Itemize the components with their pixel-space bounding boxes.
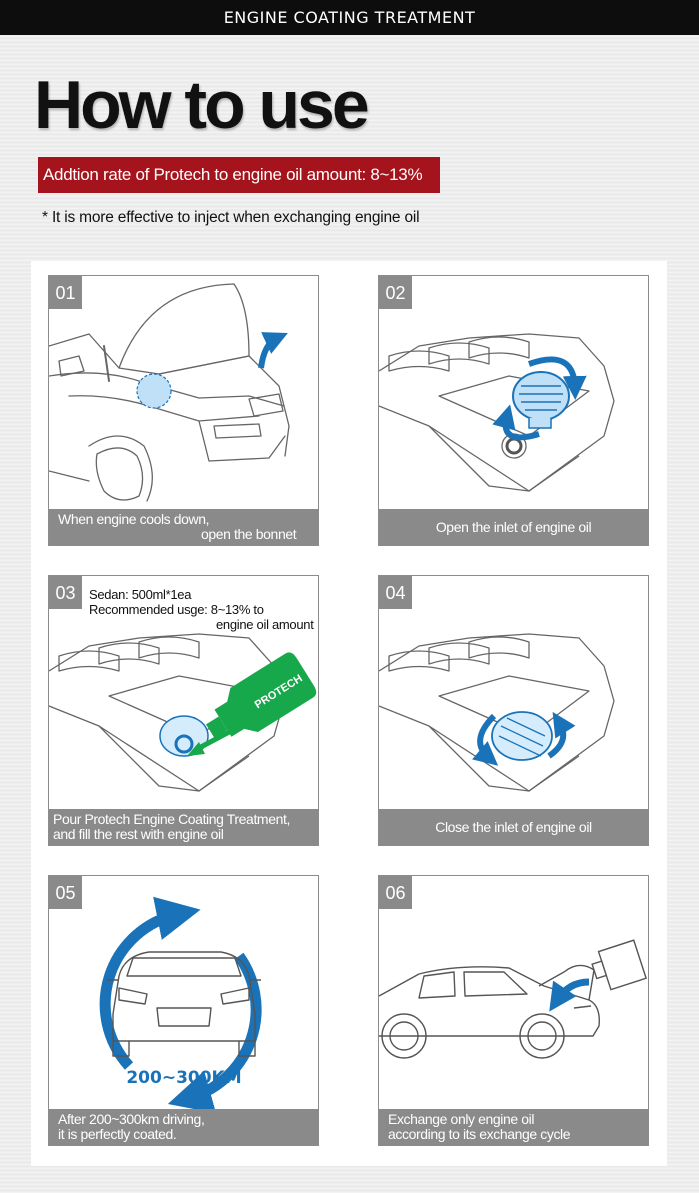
header-bar: ENGINE COATING TREATMENT bbox=[0, 0, 699, 35]
open-bonnet-illustration bbox=[49, 283, 290, 502]
step-caption: Close the inlet of engine oil bbox=[379, 809, 648, 845]
open-oil-cap-illustration bbox=[379, 333, 615, 492]
step-02: 02 Open the inlet of engine oil bbox=[378, 275, 649, 546]
exchange-oil-illustration bbox=[379, 939, 647, 1059]
step-05: 200~300KM 05 After 200~300km driving, it… bbox=[48, 875, 319, 1146]
page-title: How to use bbox=[34, 67, 370, 143]
step-number: 06 bbox=[379, 876, 412, 909]
dosage-note-line1: Sedan: 500ml*1ea bbox=[89, 587, 192, 602]
step-number: 02 bbox=[379, 276, 412, 309]
step-number: 01 bbox=[49, 276, 82, 309]
header-title: ENGINE COATING TREATMENT bbox=[223, 8, 476, 27]
step-06: 06 Exchange only engine oil according to… bbox=[378, 875, 649, 1146]
step-03: PROTECH 03 Sedan: 500ml*1ea Recommended … bbox=[48, 575, 319, 846]
step-number: 05 bbox=[49, 876, 82, 909]
step-number: 03 bbox=[49, 576, 82, 609]
close-oil-cap-illustration bbox=[379, 633, 615, 792]
injection-note: * It is more effective to inject when ex… bbox=[42, 209, 420, 226]
distance-label: 200~300KM bbox=[126, 1068, 241, 1088]
dosage-note-line2: Recommended usge: 8~13% to bbox=[89, 602, 264, 617]
step-caption: Pour Protech Engine Coating Treatment, a… bbox=[49, 809, 318, 845]
step-caption: Exchange only engine oil according to it… bbox=[379, 1109, 648, 1145]
step-04: 04 Close the inlet of engine oil bbox=[378, 575, 649, 846]
step-caption: After 200~300km driving, it is perfectly… bbox=[49, 1109, 318, 1145]
pour-bottle-illustration: PROTECH bbox=[49, 633, 317, 792]
step-number: 04 bbox=[379, 576, 412, 609]
steps-panel: 01 When engine cools down, open the bonn… bbox=[31, 261, 667, 1166]
step-caption: When engine cools down, open the bonnet bbox=[49, 509, 318, 545]
driving-cycle-illustration: 200~300KM bbox=[99, 896, 262, 1114]
step-01: 01 When engine cools down, open the bonn… bbox=[48, 275, 319, 546]
addition-rate-banner: Addtion rate of Protech to engine oil am… bbox=[38, 157, 440, 193]
dosage-note-line3: engine oil amount bbox=[216, 617, 314, 632]
step-caption: Open the inlet of engine oil bbox=[379, 509, 648, 545]
